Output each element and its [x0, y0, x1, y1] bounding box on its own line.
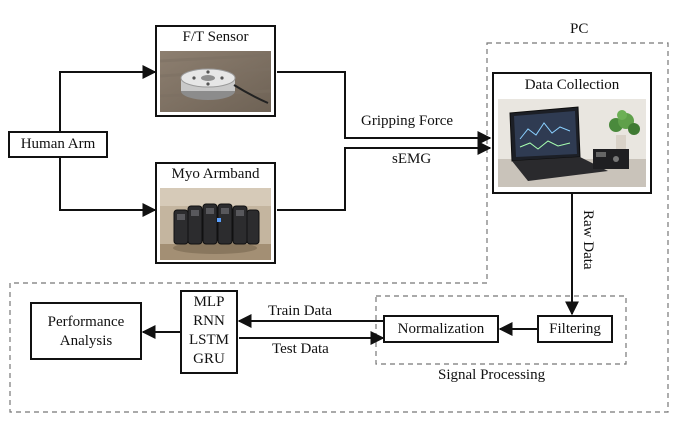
model-mlp: MLP: [193, 294, 225, 310]
arm-to-myo-line: [59, 157, 157, 217]
myo-armband-label: Myo Armband: [171, 166, 260, 182]
signal-processing-label: Signal Processing: [438, 367, 546, 383]
data-collection-box: Data Collection: [492, 72, 652, 194]
raw-data-label: Raw Data: [580, 210, 596, 270]
performance-label: Performance: [47, 314, 125, 330]
myo-armband-box: Myo Armband: [155, 162, 276, 264]
ft-sensor-box: F/T Sensor: [155, 25, 276, 117]
semg-line: [277, 141, 492, 211]
ft-sensor-photo: [160, 51, 271, 112]
normalization-box: Normalization: [383, 315, 499, 343]
filtering-label: Filtering: [549, 321, 601, 337]
gripping-force-label: Gripping Force: [361, 113, 454, 129]
pc-photo: [498, 99, 646, 187]
ft-sensor-label: F/T Sensor: [182, 29, 249, 45]
filtering-box: Filtering: [537, 315, 613, 343]
gripping-force-line: [277, 71, 492, 145]
analysis-label: Analysis: [59, 333, 113, 349]
normalization-label: Normalization: [397, 321, 485, 337]
human-arm-label: Human Arm: [20, 136, 96, 152]
models-box: MLP RNN LSTM GRU: [180, 290, 238, 374]
myo-armband-photo: [160, 188, 271, 260]
pc-label: PC: [570, 21, 589, 37]
model-rnn: RNN: [193, 313, 225, 329]
data-collection-label: Data Collection: [524, 77, 620, 93]
human-arm-box: Human Arm: [8, 131, 108, 158]
pc-region-border: [9, 42, 669, 413]
semg-label: sEMG: [392, 151, 432, 167]
signal-processing-border: [375, 295, 627, 365]
train-data-label: Train Data: [268, 303, 333, 319]
performance-analysis-box: Performance Analysis: [30, 302, 142, 360]
model-lstm: LSTM: [188, 332, 229, 348]
model-gru: GRU: [193, 351, 225, 367]
test-data-label: Test Data: [272, 341, 329, 357]
arm-to-ft-line: [59, 65, 157, 131]
